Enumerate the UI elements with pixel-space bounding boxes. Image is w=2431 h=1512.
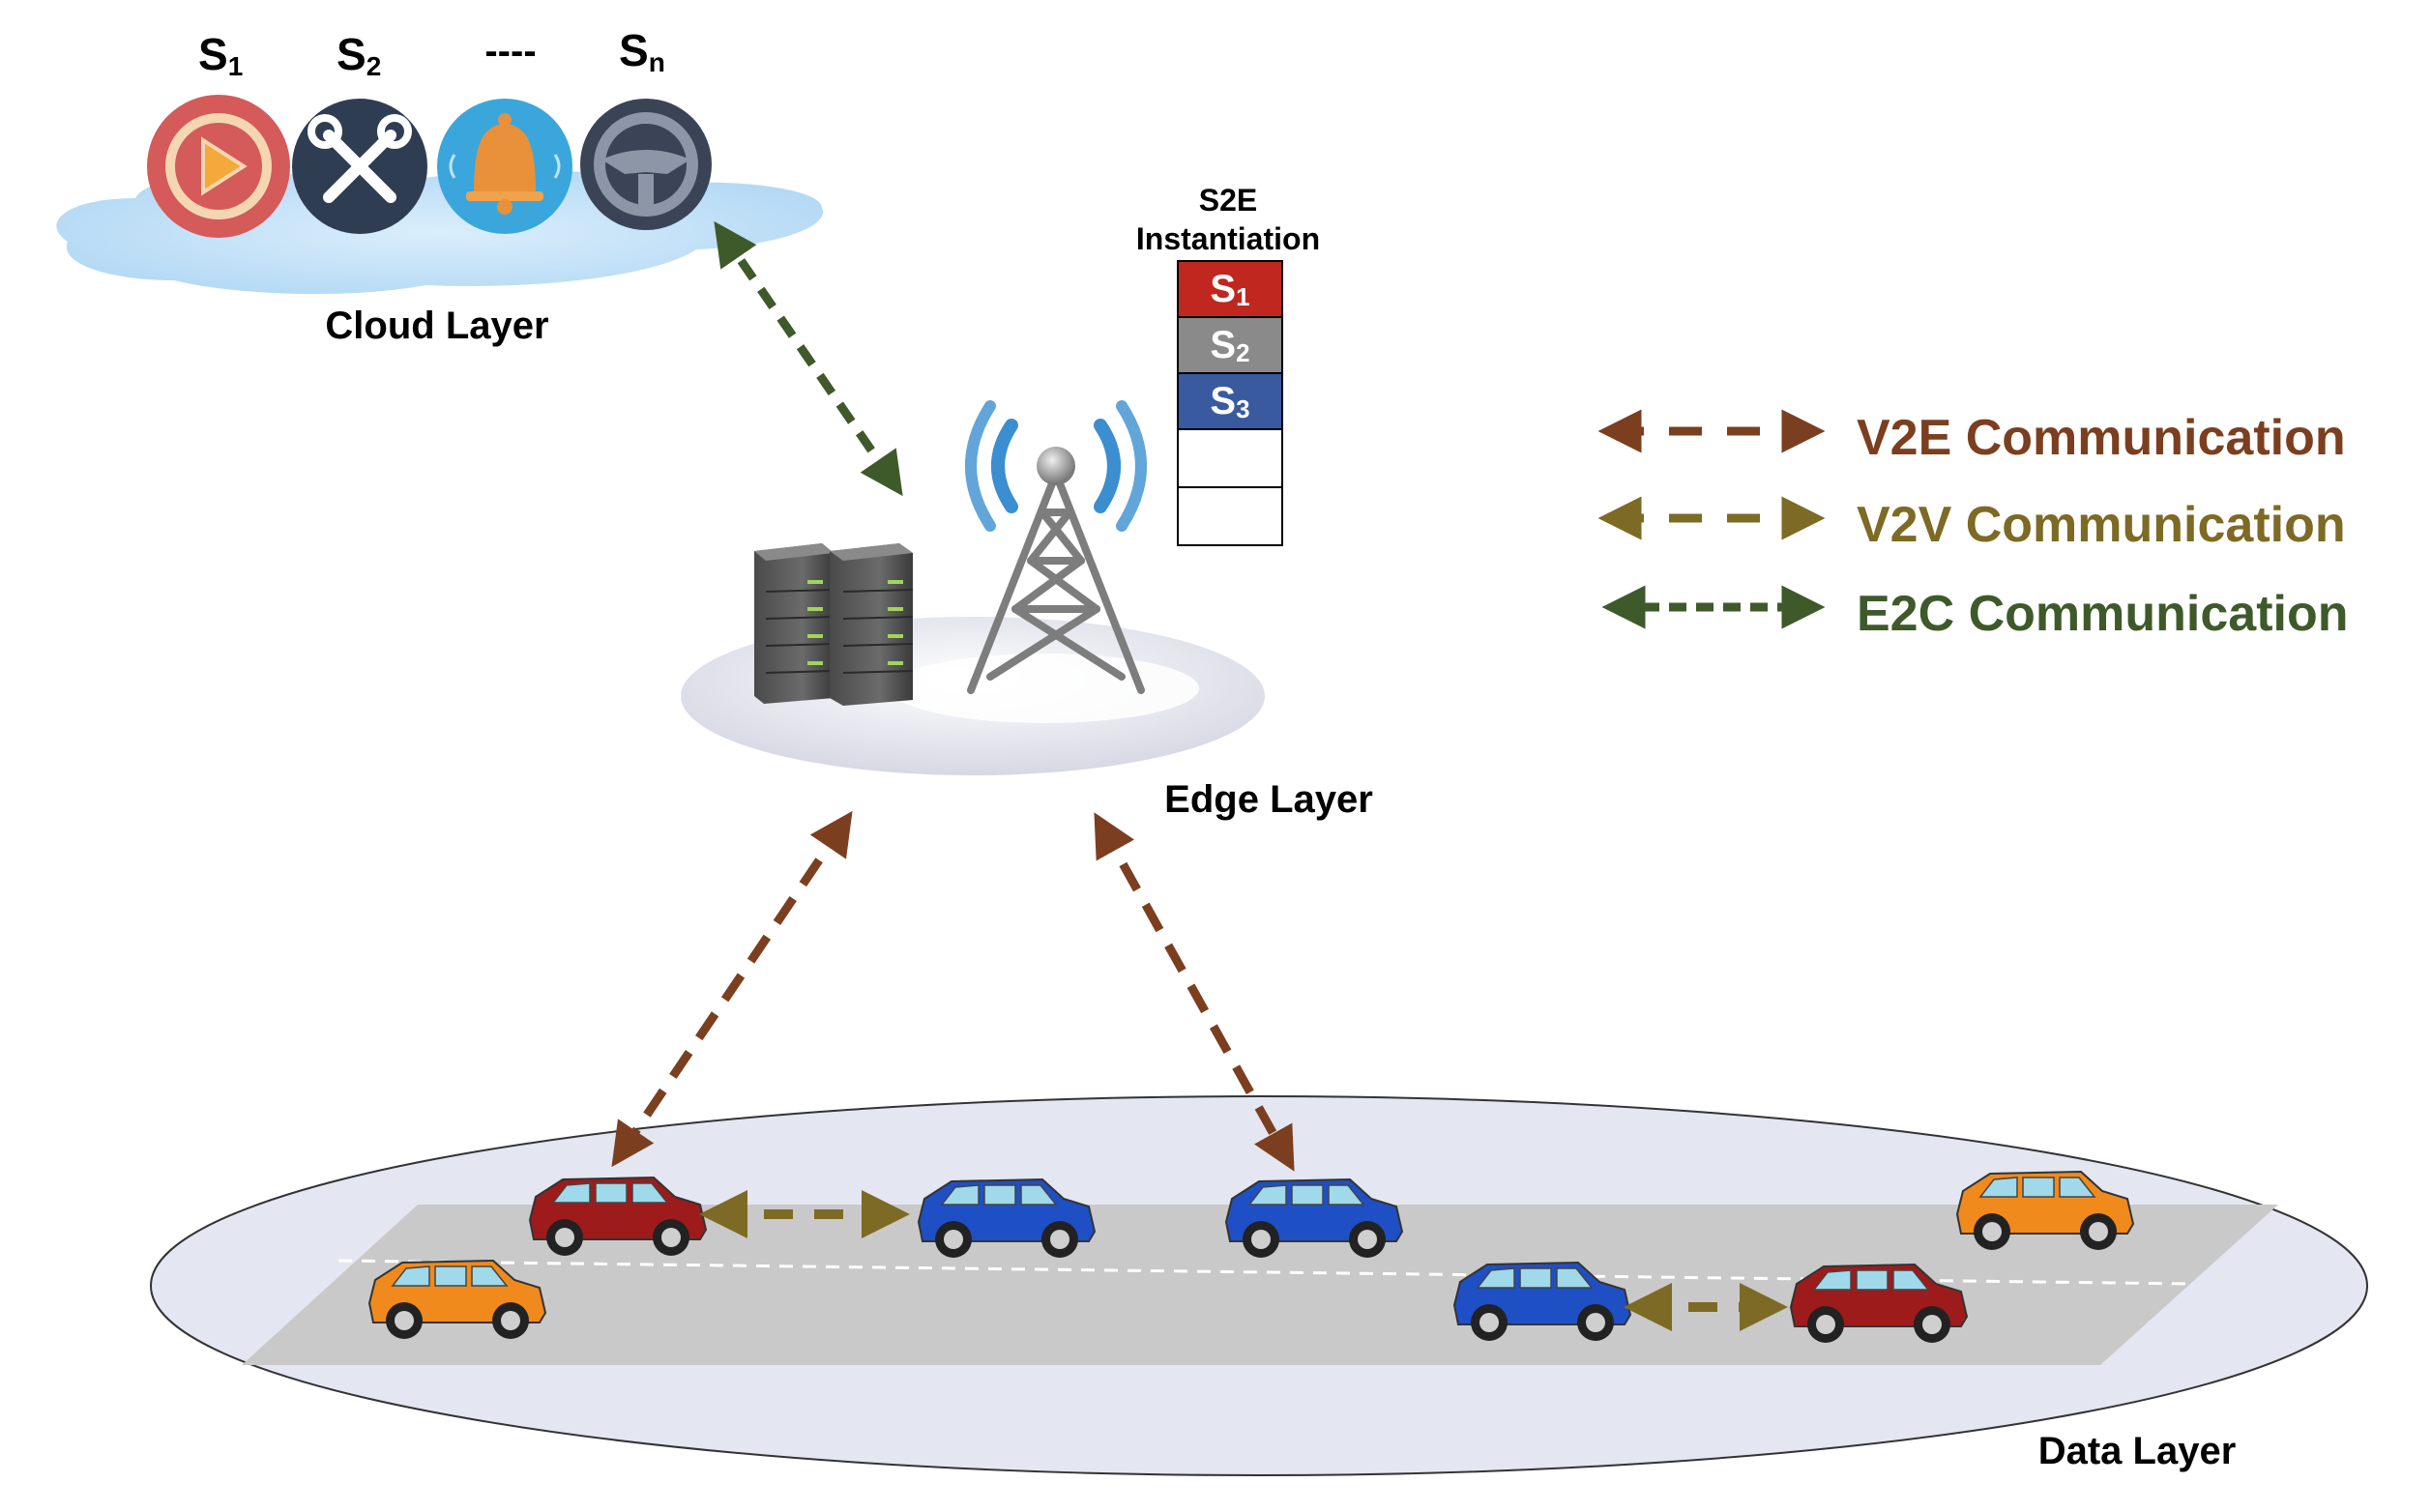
car-orange-right <box>1955 1170 2135 1250</box>
s2e-slot-4 <box>1177 428 1283 488</box>
cloud-layer-label: Cloud Layer <box>325 305 548 347</box>
service-label-sn: Sn <box>619 25 665 77</box>
s2e-slot-2-label: S2 <box>1210 324 1249 367</box>
s2e-slot-3 <box>1177 372 1283 430</box>
s2e-slot-5 <box>1177 486 1283 546</box>
tools-icon <box>292 99 427 234</box>
legend-label-v2e: V2E Communication <box>1857 410 2346 466</box>
server-rack-icon <box>754 543 914 706</box>
s2e-slot-1-label: S1 <box>1210 268 1249 311</box>
s2e-title-line2: Instantiation <box>1136 221 1320 256</box>
legend-item-e2c: E2C Communication <box>1601 585 2349 642</box>
antenna-tower-icon <box>965 400 1147 694</box>
road-lane-marking <box>337 1259 2196 1286</box>
car-blue-3 <box>1452 1261 1632 1341</box>
edge-layer-label: Edge Layer <box>1164 778 1373 821</box>
s2e-slot-3-label: S3 <box>1210 380 1249 423</box>
e2c-link <box>714 220 903 497</box>
legend-label-e2c: E2C Communication <box>1857 586 2349 642</box>
play-icon <box>147 95 290 238</box>
vehicles <box>367 1170 2135 1343</box>
car-blue-1 <box>917 1178 1097 1258</box>
s2e-slot-1 <box>1177 260 1283 318</box>
edge-layer: Edge Layer <box>681 400 1373 821</box>
service-label-s2: S2 <box>337 29 381 81</box>
s2e-title-line1: S2E <box>1199 183 1257 218</box>
car-red-right <box>1789 1263 1969 1343</box>
bell-icon <box>437 99 572 234</box>
steering-wheel-icon <box>580 99 712 230</box>
data-layer-label: Data Layer <box>2038 1430 2237 1472</box>
car-red-left <box>528 1176 708 1256</box>
car-blue-2 <box>1224 1178 1404 1258</box>
car-orange-left <box>367 1259 547 1339</box>
v2e-link-right <box>1094 812 1295 1172</box>
legend-item-v2v: V2V Communication <box>1597 496 2346 553</box>
service-labels: S1 S2 ---- Sn <box>198 25 665 81</box>
v2e-link-left <box>611 810 853 1168</box>
legend-label-v2v: V2V Communication <box>1857 497 2346 553</box>
s2e-instantiation-table: S2E Instantiation S1 S2 S3 <box>1136 183 1320 546</box>
service-label-ellipsis: ---- <box>484 30 536 73</box>
legend: V2E Communication V2V Communication E2C … <box>1597 409 2349 642</box>
legend-item-v2e: V2E Communication <box>1597 409 2346 466</box>
service-label-s1: S1 <box>198 29 243 81</box>
